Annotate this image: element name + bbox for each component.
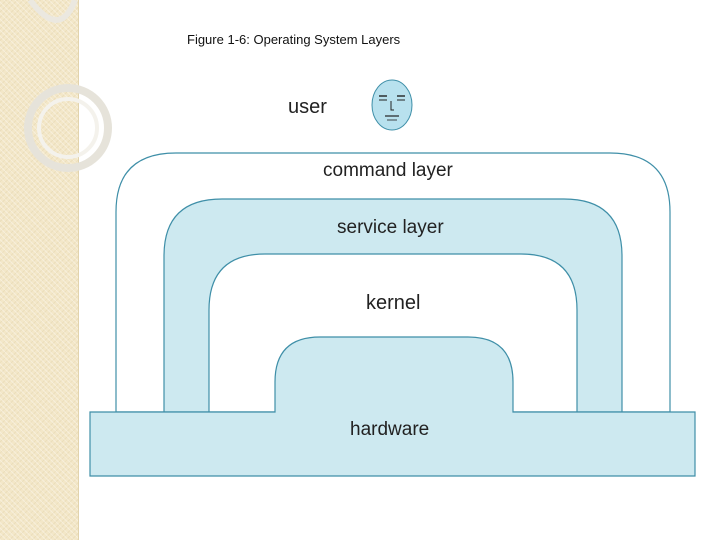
service-layer-label: service layer bbox=[337, 217, 444, 238]
hardware-label: hardware bbox=[350, 419, 430, 440]
user-label: user bbox=[288, 96, 327, 118]
face-icon bbox=[371, 79, 413, 131]
figure-title: Figure 1-6: Operating System Layers bbox=[187, 32, 401, 47]
kernel-label: kernel bbox=[366, 292, 421, 314]
hardware-shape bbox=[89, 336, 696, 477]
decorative-rings bbox=[24, 0, 112, 172]
command-layer-label: command layer bbox=[323, 160, 453, 181]
